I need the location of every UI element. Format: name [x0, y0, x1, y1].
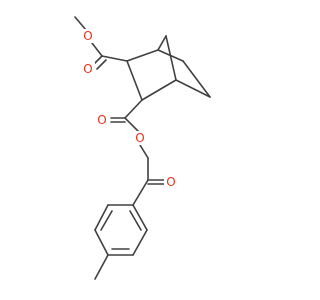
- atom-o-ketone-bg: [164, 175, 178, 189]
- structure-canvas: O O O O O: [74, 16, 211, 280]
- atom-o-ester2-link: O: [135, 131, 144, 145]
- atom-o-ester1-carbonyl-bg: [81, 62, 95, 76]
- bond-o-ch2: [139, 144, 149, 159]
- bond-ester1-double-b: [96, 59, 107, 70]
- atom-o-ester2-carbonyl: O: [97, 113, 106, 127]
- atom-o-ester1-carbonyl: O: [83, 62, 92, 76]
- bond-c1-c7: [157, 35, 167, 51]
- bond-ar6-ar1: [132, 204, 148, 231]
- bond-c2-c3: [126, 60, 143, 101]
- bond-ar2-ar3: [94, 204, 109, 231]
- bond-ar3-ar4: [94, 229, 109, 256]
- atom-o-methoxy-bg: [81, 29, 95, 43]
- bond-c1-c6: [157, 49, 184, 62]
- bond-c2-c1: [126, 49, 159, 62]
- bond-ar5-ar6: [132, 229, 148, 256]
- molecule-drawing: O O O O O: [74, 16, 211, 280]
- bond-ketone-aryl: [132, 179, 149, 206]
- atom-o-methoxy: O: [83, 29, 92, 43]
- bond-c7-c4: [165, 35, 177, 81]
- atom-o-ester2-link-bg: [133, 131, 147, 145]
- bond-aromatic-inner-1: [100, 210, 113, 231]
- bond-o-ester1-carbon: [91, 42, 103, 57]
- bond-ar4-methyl: [94, 254, 109, 280]
- bond-c5-c4: [175, 79, 211, 98]
- bond-c3-ester2: [124, 99, 143, 119]
- bond-aromatic-inner-3: [129, 210, 142, 231]
- bond-methyl-o: [74, 16, 87, 31]
- bond-ester2-o: [124, 117, 139, 132]
- bond-ester1-c2: [101, 55, 128, 62]
- atom-o-ketone: O: [166, 175, 175, 189]
- atom-o-ester2-carbonyl-bg: [95, 113, 109, 127]
- bond-c3-c4: [141, 79, 177, 101]
- bond-c6-c5: [182, 60, 211, 98]
